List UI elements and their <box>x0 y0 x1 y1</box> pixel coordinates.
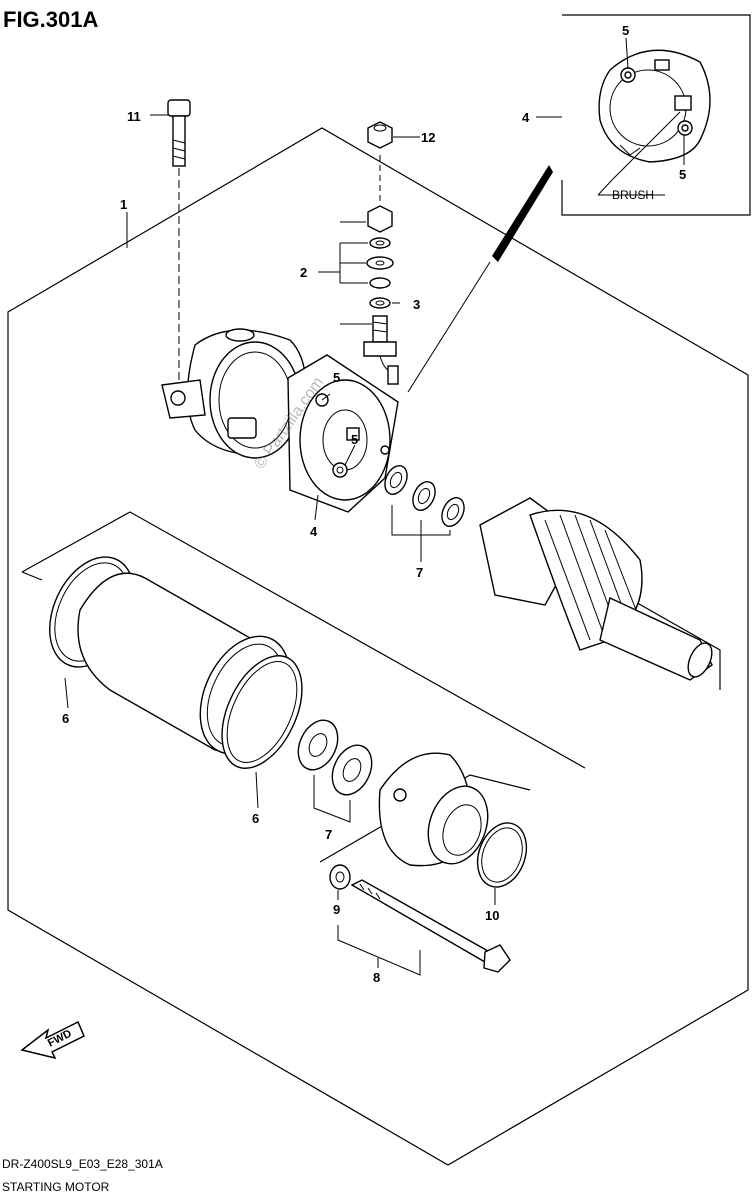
callout-10: 10 <box>485 908 499 923</box>
end-cover <box>378 752 489 867</box>
terminal-bolt <box>363 315 399 385</box>
washer-9 <box>329 864 351 890</box>
case-frame <box>21 511 586 769</box>
callout-5-plate-center: 5 <box>351 432 358 447</box>
callout-5-plate-top: 5 <box>333 370 340 385</box>
callout-1: 1 <box>120 197 127 212</box>
callout-11: 11 <box>127 109 141 124</box>
callout-4-inset: 4 <box>522 110 530 125</box>
callout-2: 2 <box>300 265 307 280</box>
callout-5-inset-bottom: 5 <box>679 167 686 182</box>
through-bolt-8 <box>350 879 511 973</box>
callout-4: 4 <box>310 524 318 539</box>
bolt-11 <box>167 99 191 167</box>
callout-6-right: 6 <box>252 811 259 826</box>
inset-leader <box>492 165 553 262</box>
brush-holder-plate <box>287 354 399 513</box>
callout-9: 9 <box>333 902 340 917</box>
inset-brush-holder <box>598 49 711 163</box>
o-ring-10 <box>476 822 528 888</box>
armature <box>479 497 713 681</box>
callout-12: 12 <box>421 130 435 145</box>
nut-12 <box>367 121 393 149</box>
callout-3: 3 <box>413 297 420 312</box>
callout-8: 8 <box>373 970 380 985</box>
inset-box <box>561 14 751 216</box>
inset-brush-label: BRUSH <box>612 188 654 202</box>
figure-code: DR-Z400SL9_E03_E28_301A <box>2 1157 163 1171</box>
fwd-arrow-icon: FWD <box>20 1020 85 1060</box>
assembly-frame <box>7 127 749 1166</box>
callout-7-lower: 7 <box>325 827 332 842</box>
washers-7-lower <box>297 719 373 796</box>
washer-stack-2 <box>366 205 394 309</box>
callout-7-upper: 7 <box>416 565 423 580</box>
figure-caption: STARTING MOTOR <box>2 1180 110 1194</box>
callout-6-left: 6 <box>62 711 69 726</box>
callout-5-inset-top: 5 <box>622 23 629 38</box>
washers-7-upper <box>384 465 465 527</box>
yoke-cover <box>161 328 307 459</box>
figure-title: FIG.301A <box>3 7 98 32</box>
o-ring-6-right <box>221 655 303 769</box>
